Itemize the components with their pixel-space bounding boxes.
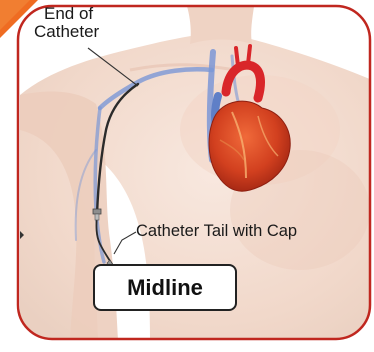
- end-of-label: End of: [44, 5, 93, 22]
- midline-title: Midline: [127, 275, 203, 301]
- catheter-label: Catheter: [34, 23, 99, 40]
- midline-title-box: Midline: [93, 264, 237, 311]
- catheter-tail-label: Catheter Tail with Cap: [136, 223, 297, 240]
